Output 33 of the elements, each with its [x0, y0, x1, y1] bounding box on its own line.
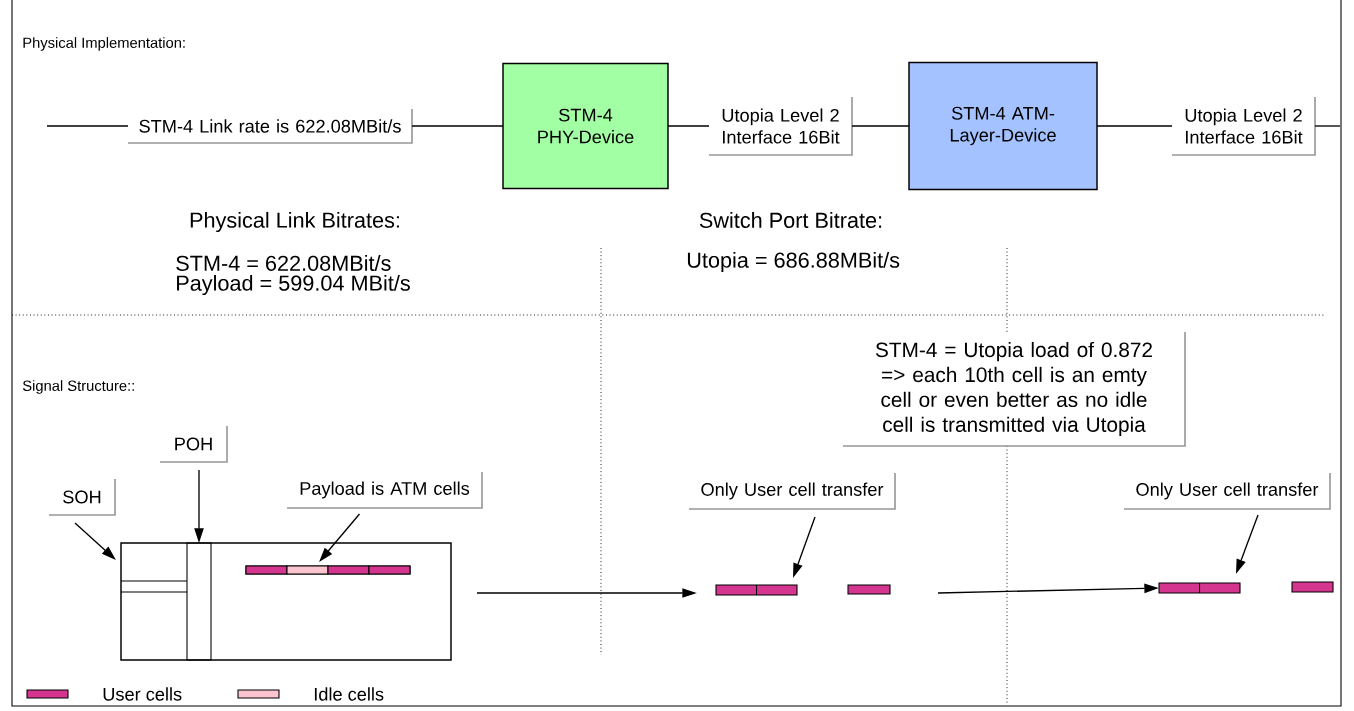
cell-row: [245, 565, 411, 575]
device-box: STM-4 PHY-Device: [502, 62, 669, 190]
connector-line: [1096, 125, 1173, 127]
label-box: Utopia Level 2 Interface 16Bit: [1171, 96, 1316, 156]
connector-line: [411, 125, 504, 127]
cell-pair: [715, 584, 798, 596]
label-box: Only User cell transfer: [1123, 472, 1331, 510]
label-box: Utopia Level 2 Interface 16Bit: [708, 96, 853, 156]
section-label: STM-4 = 622.08MBit/s: [176, 255, 391, 271]
legend-label: User cells: [103, 687, 182, 701]
legend-label: Idle cells: [314, 687, 384, 701]
section-label: Switch Port Bitrate:: [699, 212, 882, 228]
section-label: Signal Structure::: [22, 380, 134, 394]
connector-line: [667, 125, 710, 127]
label-box: Only User cell transfer: [688, 472, 896, 510]
label-box: SOH: [48, 478, 116, 516]
connector-line: [851, 125, 910, 127]
node-label: STM-4 = Utopia load of 0.872 => each 10th cell is an emty cell or even better as no idle cell is transmitted via Utopia: [875, 341, 1152, 437]
connector-line: [46, 125, 129, 127]
section-label: Physical Link Bitrates:: [190, 211, 399, 233]
device-box: STM-4 ATM-Layer-Device: [908, 61, 1098, 191]
cell-pair: [1158, 582, 1241, 594]
section-label: Payload = 599.04 MBit/s: [177, 274, 410, 296]
section-label: Utopia = 686.88MBit/s: [687, 251, 900, 273]
connector-line: [1314, 125, 1341, 127]
leader-arrow: [74, 522, 116, 560]
frame-structure-drawing: [120, 542, 452, 661]
overhead-column: [186, 542, 212, 661]
label-box: POH: [159, 425, 228, 463]
label-box: STM-4 Link rate is 622.08MBit/s: [127, 108, 413, 144]
section-label: Physical Implementation:: [23, 37, 185, 51]
label-box: Payload is ATM cells: [286, 471, 483, 509]
label-box: STM-4 = Utopia load of 0.872 => each 10th cell is an emty cell or even better as no idle cell is transmitted via Utopia: [842, 331, 1186, 447]
